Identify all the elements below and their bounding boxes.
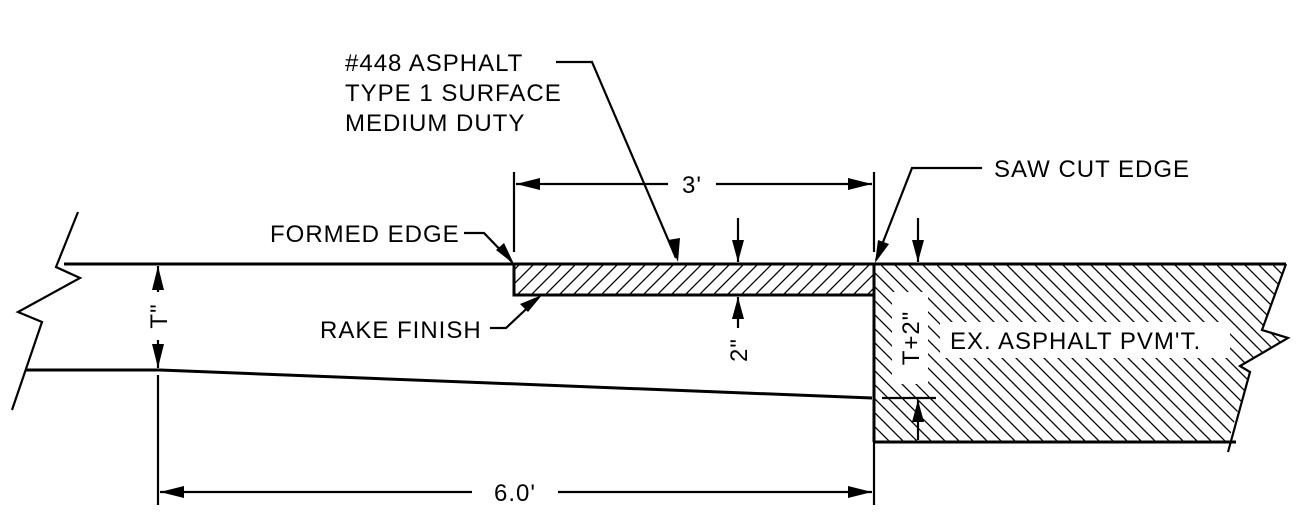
dimension-t-label: T" — [146, 303, 173, 328]
callout-formed-edge: FORMED EDGE — [270, 221, 514, 264]
asphalt-label-line1: #448 ASPHALT — [345, 50, 523, 77]
dimension-6ft-label: 6.0' — [494, 480, 536, 507]
existing-asphalt-outline — [872, 262, 1286, 442]
slab-bottom-taper-line — [159, 368, 873, 400]
new-asphalt-strip — [512, 262, 876, 297]
formed-edge-label: FORMED EDGE — [270, 221, 460, 248]
asphalt-label-line2: TYPE 1 SURFACE — [345, 80, 562, 107]
callout-saw-cut-edge: SAW CUT EDGE — [874, 156, 1190, 263]
dimension-3ft: 3' — [512, 172, 876, 252]
left-break-line — [10, 211, 83, 411]
asphalt-label-line3: MEDIUM DUTY — [345, 110, 525, 137]
dimension-3ft-label: 3' — [682, 172, 702, 199]
callout-asphalt: #448 ASPHALT TYPE 1 SURFACE MEDIUM DUTY — [345, 50, 680, 262]
rake-finish-label: RAKE FINISH — [320, 317, 482, 344]
dimension-2in: 2" — [726, 218, 753, 362]
existing-asphalt-label: EX. ASPHALT PVM'T. — [950, 328, 1201, 355]
dimension-t-plus-2-label: T+2" — [898, 311, 925, 366]
dimension-t: T" — [146, 266, 173, 368]
callout-rake-finish: RAKE FINISH — [320, 295, 542, 344]
dimension-6ft: 6.0' — [156, 375, 876, 507]
saw-cut-edge-label: SAW CUT EDGE — [994, 156, 1190, 183]
dimension-t-plus-2: T+2" — [882, 218, 936, 440]
existing-asphalt-break-line — [1226, 263, 1291, 453]
dimension-2in-label: 2" — [726, 338, 753, 362]
